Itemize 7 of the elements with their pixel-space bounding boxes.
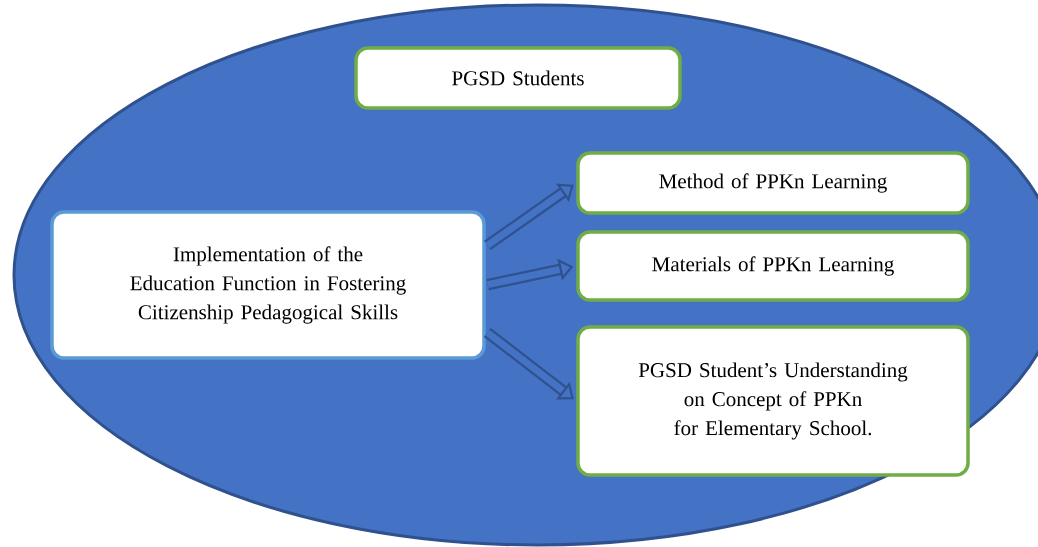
text-box: PGSD Students <box>354 46 682 110</box>
block-arrow <box>483 328 574 400</box>
text-box: Implementation of the Education Function in Fostering Citizenship Pedagogical Skills <box>50 210 486 360</box>
text-box: Method of PPKn Learning <box>576 151 970 215</box>
block-arrow <box>484 183 574 251</box>
text-box: Materials of PPKn Learning <box>576 230 970 302</box>
text-box: PGSD Student’s Understanding on Concept of PPKn for Elementary School. <box>576 325 970 477</box>
